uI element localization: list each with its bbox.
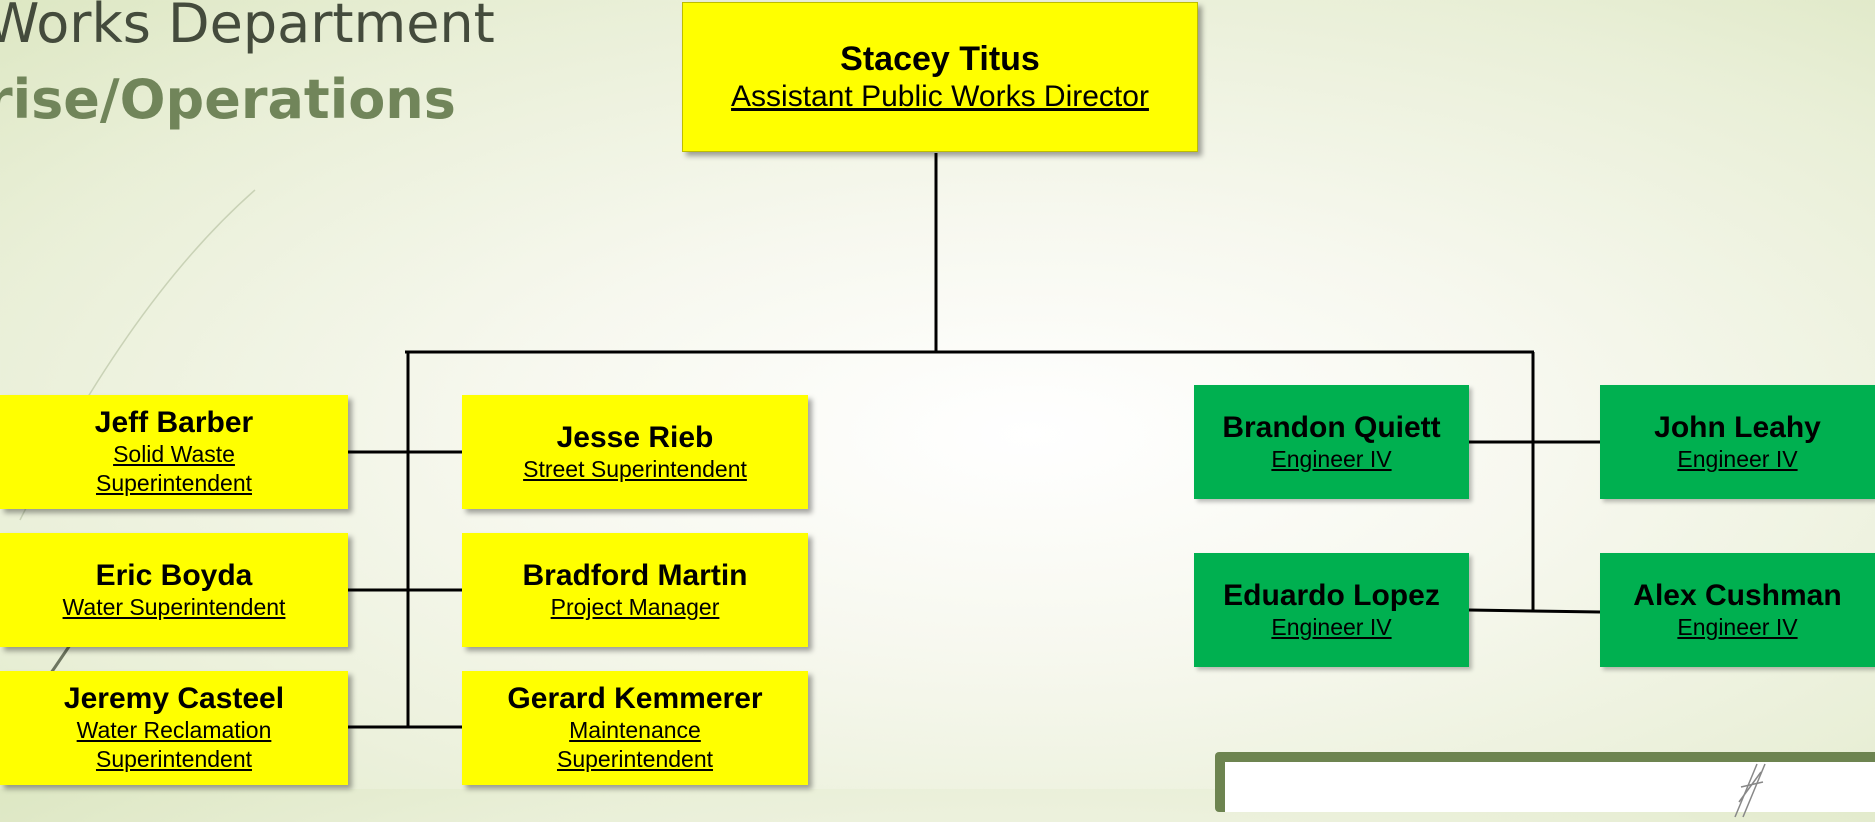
person-role-line-1: Water Reclamation	[76, 717, 272, 743]
person-name: Jeremy Casteel	[63, 682, 285, 715]
org-box-bradford-martin: Bradford Martin Project Manager	[462, 533, 808, 647]
person-name: Eduardo Lopez	[1223, 578, 1440, 612]
slide-title-line-2: rise/Operations	[0, 68, 456, 131]
person-role: Engineer IV	[1677, 445, 1798, 472]
person-role-line-2: Superintendent	[95, 470, 252, 496]
org-box-jeff-barber: Jeff Barber Solid Waste Superintendent	[0, 395, 348, 509]
person-name: Stacey Titus	[840, 40, 1040, 78]
person-role-line-1: Street Superintendent	[523, 455, 747, 482]
photo-frame	[1215, 752, 1875, 818]
org-box-alex-cushman: Alex Cushman Engineer IV	[1600, 553, 1875, 667]
org-box-director: Stacey Titus Assistant Public Works Dire…	[682, 2, 1198, 152]
org-box-jesse-rieb: Jesse Rieb Street Superintendent	[462, 395, 808, 509]
org-box-john-leahy: John Leahy Engineer IV	[1600, 385, 1875, 499]
person-role-line-1: Water Superintendent	[62, 593, 286, 620]
org-box-gerard-kemmerer: Gerard Kemmerer Maintenance Superintende…	[462, 671, 808, 785]
person-role-line-1: Project Manager	[550, 593, 720, 620]
person-role: Engineer IV	[1271, 445, 1392, 472]
org-connectors	[348, 153, 1601, 729]
person-name: Eric Boyda	[95, 558, 253, 592]
person-role: Engineer IV	[1271, 613, 1392, 640]
person-role: Assistant Public Works Director	[731, 80, 1149, 113]
person-role-line-1: Maintenance	[569, 717, 701, 743]
org-box-jeremy-casteel: Jeremy Casteel Water Reclamation Superin…	[0, 671, 348, 785]
org-box-eric-boyda: Eric Boyda Water Superintendent	[0, 533, 348, 647]
person-name: Bradford Martin	[522, 558, 748, 592]
slide-title-line-1: Works Department	[0, 0, 495, 55]
person-name: Jeff Barber	[94, 406, 254, 439]
org-box-eduardo-lopez: Eduardo Lopez Engineer IV	[1194, 553, 1469, 667]
person-role-line-2: Superintendent	[95, 746, 252, 772]
person-name: John Leahy	[1654, 410, 1821, 444]
photo-area	[1225, 762, 1875, 818]
person-role-line-2: Superintendent	[556, 746, 713, 772]
person-name: Alex Cushman	[1633, 578, 1842, 612]
person-role-line-1: Solid Waste	[113, 441, 235, 467]
org-box-brandon-quiett: Brandon Quiett Engineer IV	[1194, 385, 1469, 499]
crane-graphic	[1734, 763, 1766, 818]
person-role: Engineer IV	[1677, 613, 1798, 640]
person-name: Gerard Kemmerer	[507, 682, 763, 715]
person-name: Jesse Rieb	[556, 420, 714, 454]
person-name: Brandon Quiett	[1222, 410, 1441, 444]
